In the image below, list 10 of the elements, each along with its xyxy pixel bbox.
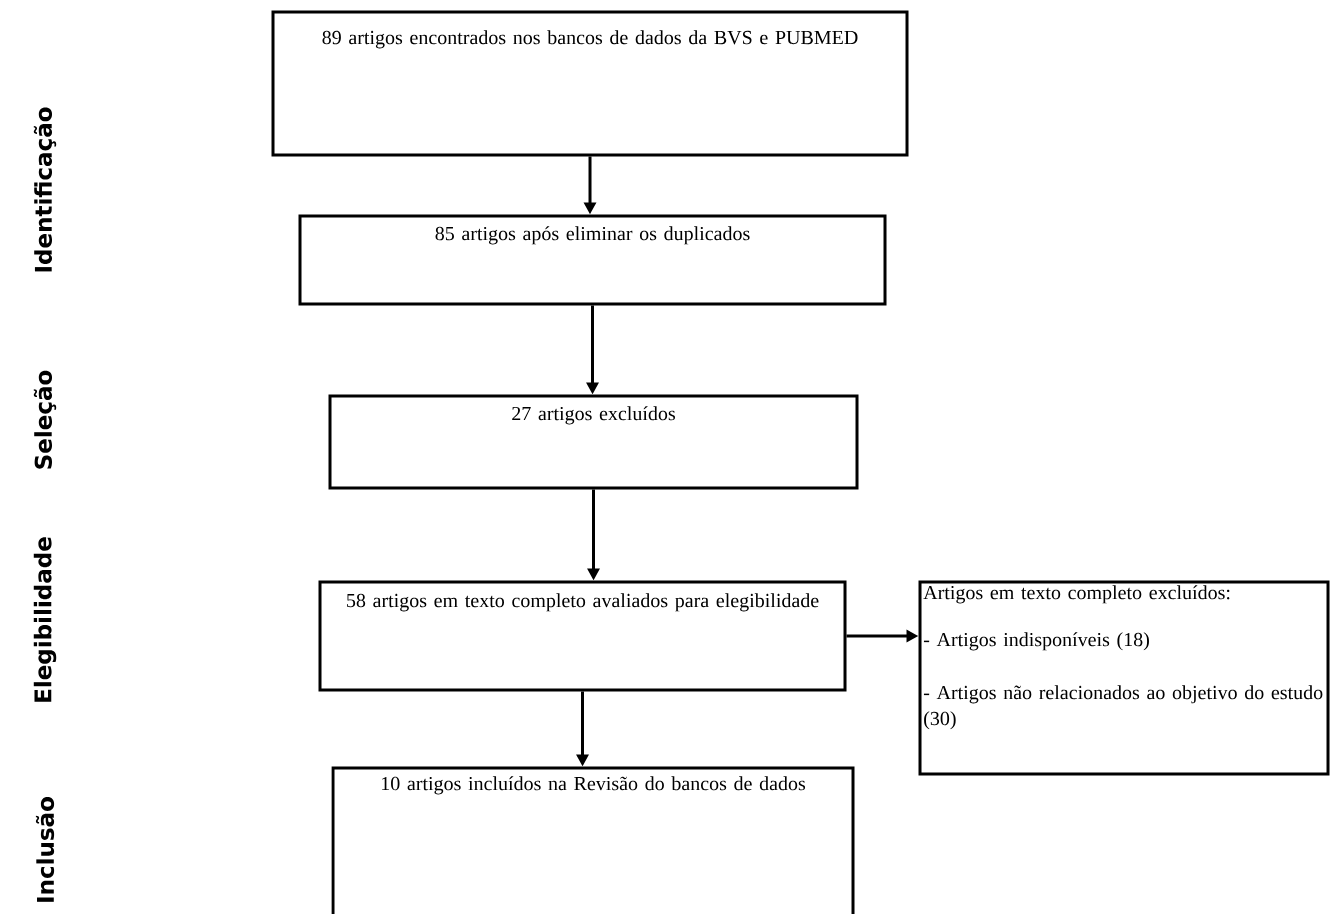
process-box: Artigos em texto completo excluídos: - Artigos indisponíveis (18) - Artigos não relacionados ao objetivo do estudo (30) <box>918 580 1330 776</box>
process-box: 10 artigos incluídos na Revisão do bancos de dados <box>331 766 855 914</box>
process-box: 85 artigos após eliminar os duplicados <box>298 214 887 306</box>
process-box: 27 artigos excluídos <box>328 394 859 490</box>
stage-label: Inclusão <box>35 797 55 902</box>
stage-label: Elegibilidade <box>33 537 57 702</box>
stage-label: Seleção <box>33 370 57 469</box>
process-box: 58 artigos em texto completo avaliados para elegibilidade <box>318 580 847 692</box>
stage-label: Identificação <box>33 107 57 272</box>
process-box: 89 artigos encontrados nos bancos de dados da BVS e PUBMED <box>271 10 909 157</box>
